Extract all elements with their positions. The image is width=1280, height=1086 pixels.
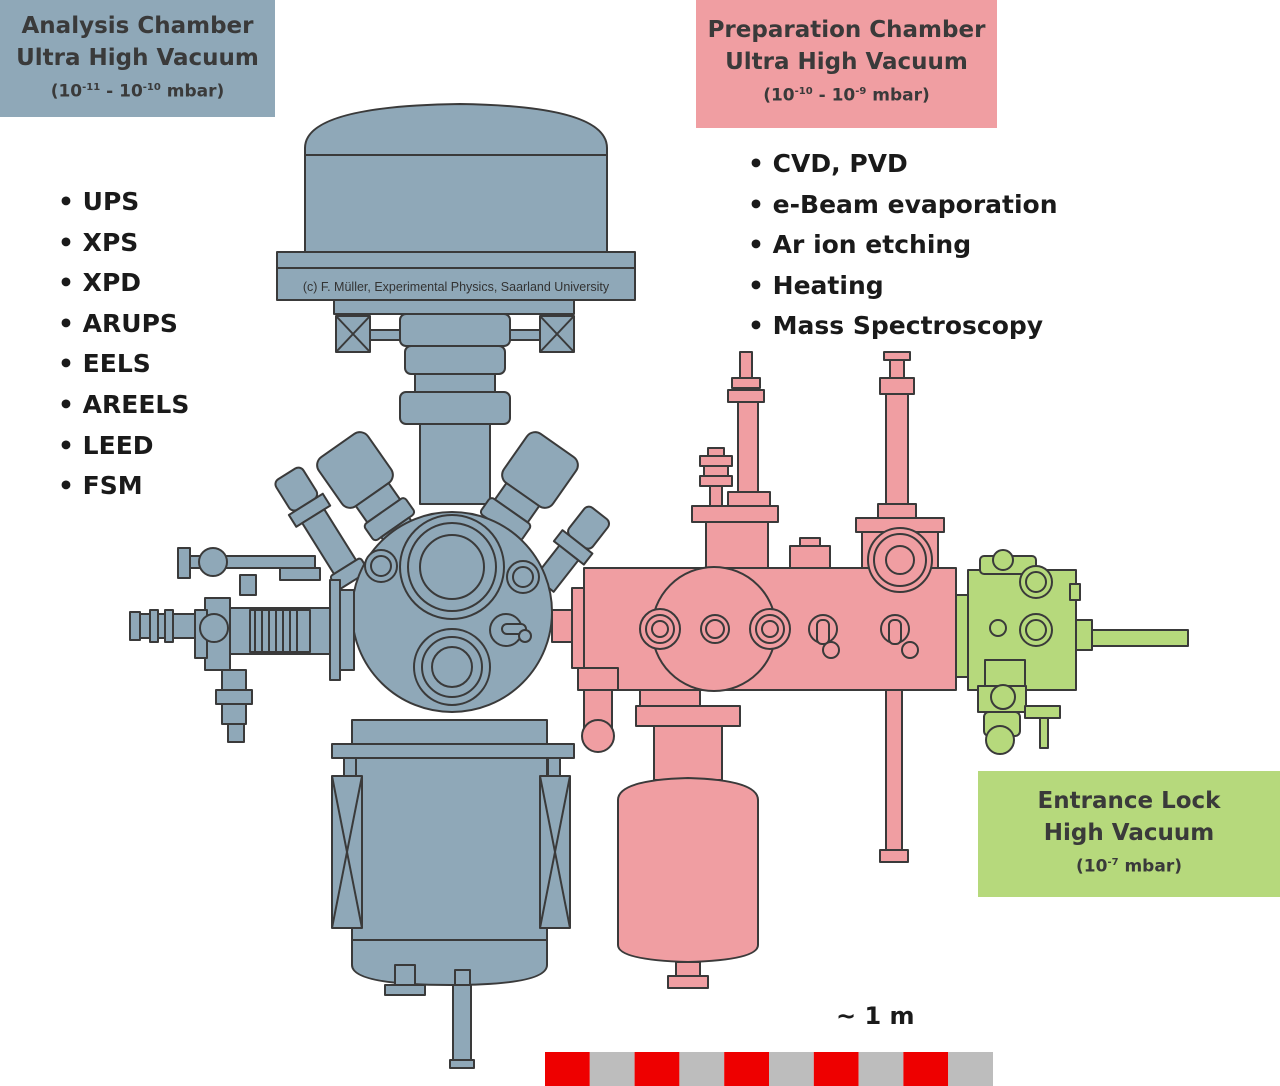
entrance-lock-subtitle: High Vacuum bbox=[1043, 820, 1215, 846]
scale-segment-red bbox=[903, 1052, 949, 1086]
analysis-technique-item: • FSM bbox=[58, 471, 143, 501]
entrance-lock-drawing bbox=[955, 549, 1189, 755]
entrance-lock-title: Entrance Lock bbox=[1037, 788, 1221, 814]
analysis-chamber-drawing bbox=[129, 103, 636, 1069]
preparation-chamber-title: Preparation Chamber bbox=[707, 17, 986, 43]
analysis-technique-item: • ARUPS bbox=[58, 308, 178, 338]
preparation-technique-item: • Mass Spectroscopy bbox=[748, 311, 1044, 341]
preparation-chamber-pressure: (10-10 - 10-9 mbar) bbox=[763, 85, 930, 106]
scale-segment-red bbox=[545, 1052, 590, 1086]
entrance-lock-title-box: Entrance Lock High Vacuum (10-7 mbar) bbox=[978, 771, 1280, 897]
copyright-notice: (c) F. Müller, Experimental Physics, Saa… bbox=[302, 280, 610, 294]
analysis-chamber-title-box: Analysis Chamber Ultra High Vacuum (10-1… bbox=[0, 0, 275, 117]
scale-segment-red bbox=[634, 1052, 680, 1086]
analysis-technique-item: • XPD bbox=[58, 268, 142, 298]
analysis-chamber-title: Analysis Chamber bbox=[21, 13, 254, 39]
analysis-technique-item: • UPS bbox=[58, 187, 140, 216]
analysis-technique-list: • UPS • XPS • XPD • ARUPS • EELS • AREEL… bbox=[58, 182, 189, 507]
preparation-technique-item: • CVD, PVD bbox=[748, 149, 908, 178]
analysis-technique-item: • LEED bbox=[58, 430, 154, 460]
preparation-technique-list: • CVD, PVD • e-Beam evaporation • Ar ion… bbox=[748, 144, 1058, 347]
scale-segment-gray bbox=[679, 1052, 725, 1086]
scale-segment-gray bbox=[948, 1052, 993, 1086]
analysis-chamber-subtitle: Ultra High Vacuum bbox=[16, 45, 259, 71]
scale-label: ~ 1 m bbox=[836, 1002, 915, 1030]
scale-segment-gray bbox=[589, 1052, 635, 1086]
analysis-technique-item: • AREELS bbox=[58, 389, 190, 419]
entrance-lock-pressure: (10-7 mbar) bbox=[1076, 856, 1182, 877]
scale-segment-gray bbox=[769, 1052, 814, 1086]
scale-segment-gray bbox=[858, 1052, 904, 1086]
analysis-chamber-pressure: (10-11 - 10-10 mbar) bbox=[50, 81, 225, 102]
preparation-chamber-title-box: Preparation Chamber Ultra High Vacuum (1… bbox=[696, 0, 997, 128]
preparation-technique-item: • Ar ion etching bbox=[748, 230, 972, 260]
preparation-technique-item: • Heating bbox=[748, 270, 884, 300]
preparation-chamber-subtitle: Ultra High Vacuum bbox=[725, 49, 968, 75]
scale-segment-red bbox=[724, 1052, 769, 1086]
analysis-technique-item: • EELS bbox=[58, 349, 151, 379]
preparation-chamber-drawing bbox=[551, 351, 957, 989]
scale-segment-red bbox=[813, 1052, 859, 1086]
preparation-technique-item: • e-Beam evaporation bbox=[748, 189, 1058, 219]
analysis-technique-item: • XPS bbox=[58, 227, 139, 257]
scale-bar bbox=[545, 1052, 993, 1086]
